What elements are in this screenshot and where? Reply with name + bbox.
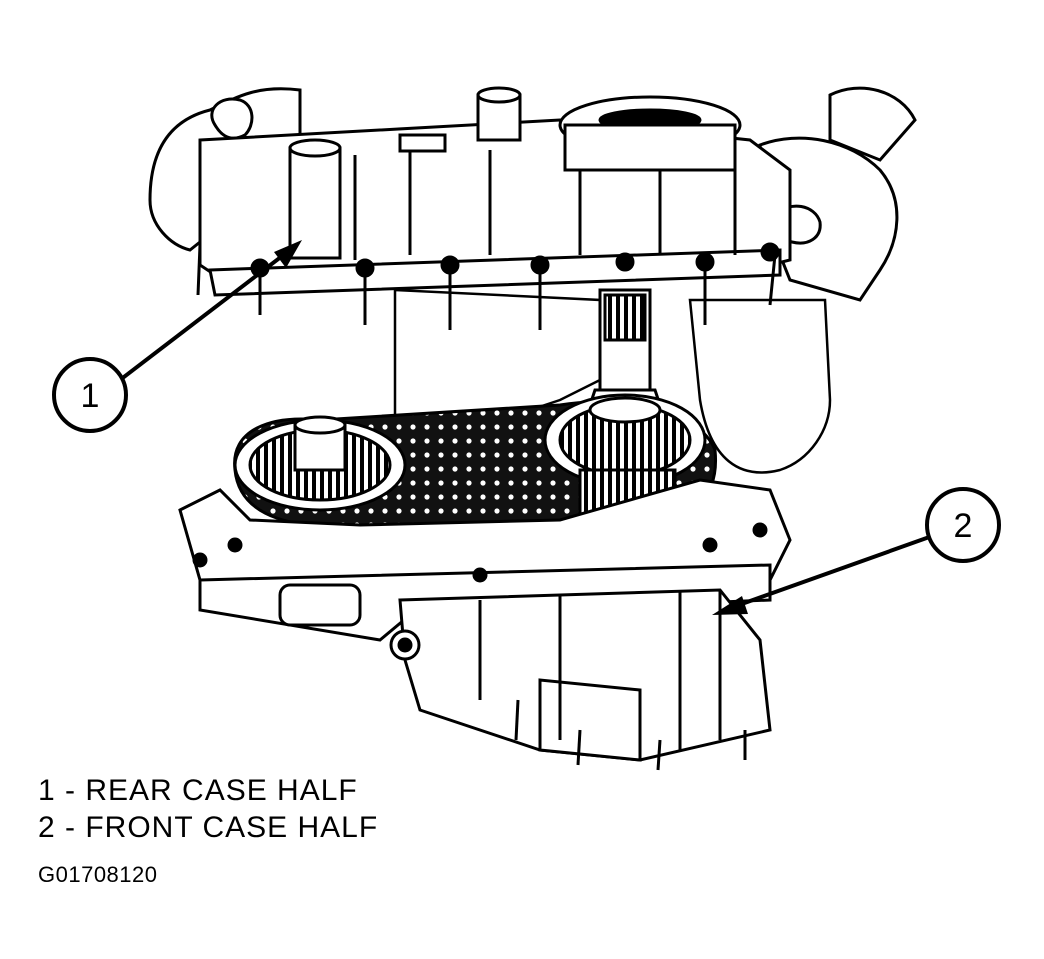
front-case-studs xyxy=(192,522,768,771)
legend-item-rear-case-half: 1 - REAR CASE HALF xyxy=(38,774,358,807)
rear-case-half xyxy=(198,86,792,297)
hands xyxy=(148,86,917,302)
front-case-half xyxy=(178,478,792,762)
callout-2: 2 xyxy=(712,487,1001,615)
callout-1: 1 xyxy=(52,240,302,433)
legend-item-front-case-half: 2 - FRONT CASE HALF xyxy=(38,811,379,844)
front-sprocket xyxy=(233,415,407,512)
rear-case-bolts xyxy=(196,242,780,330)
figure-id: G01708120 xyxy=(38,862,158,887)
callout-2-number: 2 xyxy=(954,507,973,545)
callout-1-number: 1 xyxy=(81,377,100,415)
cloth-backdrop xyxy=(393,288,832,474)
